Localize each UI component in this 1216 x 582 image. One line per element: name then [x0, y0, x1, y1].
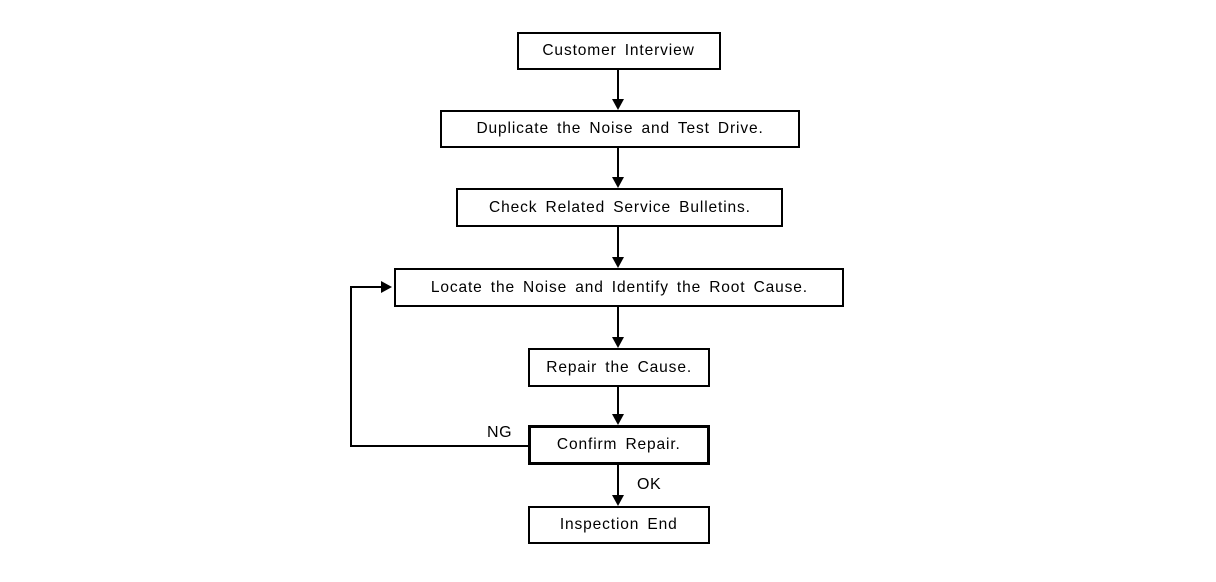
flow-node-duplicate-noise[interactable]: Duplicate the Noise and Test Drive.	[440, 110, 800, 148]
connector-check-bulletins-to-locate-noise	[617, 227, 619, 259]
arrowhead-down-icon	[612, 495, 624, 506]
flow-node-confirm-repair[interactable]: Confirm Repair.	[528, 425, 710, 465]
flow-node-check-bulletins[interactable]: Check Related Service Bulletins.	[456, 188, 783, 227]
flow-node-label: Duplicate the Noise and Test Drive.	[476, 120, 764, 137]
connector-ng-feedback-left-segment	[350, 286, 352, 447]
flow-node-locate-noise[interactable]: Locate the Noise and Identify the Root C…	[394, 268, 844, 307]
arrowhead-right-icon	[381, 281, 392, 293]
flow-node-repair-cause[interactable]: Repair the Cause.	[528, 348, 710, 387]
connector-ng-feedback-top-segment	[350, 286, 384, 288]
flow-node-label: Customer Interview	[542, 42, 696, 59]
arrowhead-down-icon	[612, 177, 624, 188]
flow-node-label: Check Related Service Bulletins.	[488, 198, 751, 216]
arrowhead-down-icon	[612, 414, 624, 425]
connector-customer-interview-to-duplicate-noise	[617, 70, 619, 101]
flow-node-inspection-end[interactable]: Inspection End	[528, 506, 710, 544]
edge-label-ng: NG	[487, 424, 513, 441]
flow-node-label: Locate the Noise and Identify the Root C…	[430, 278, 808, 296]
flow-node-customer-interview[interactable]: Customer Interview	[517, 32, 721, 70]
connector-confirm-repair-to-inspection-end	[617, 465, 619, 496]
connector-ng-feedback-bottom-segment	[350, 445, 530, 447]
flow-node-label: Inspection End	[560, 516, 678, 533]
arrowhead-down-icon	[612, 257, 624, 268]
flow-node-label: Confirm Repair.	[557, 436, 681, 453]
arrowhead-down-icon	[612, 99, 624, 110]
connector-repair-cause-to-confirm-repair	[617, 387, 619, 416]
edge-label-ok: OK	[637, 476, 662, 493]
arrowhead-down-icon	[612, 337, 624, 348]
flow-node-label: Repair the Cause.	[546, 358, 692, 376]
connector-duplicate-noise-to-check-bulletins	[617, 148, 619, 179]
connector-locate-noise-to-repair-cause	[617, 307, 619, 339]
